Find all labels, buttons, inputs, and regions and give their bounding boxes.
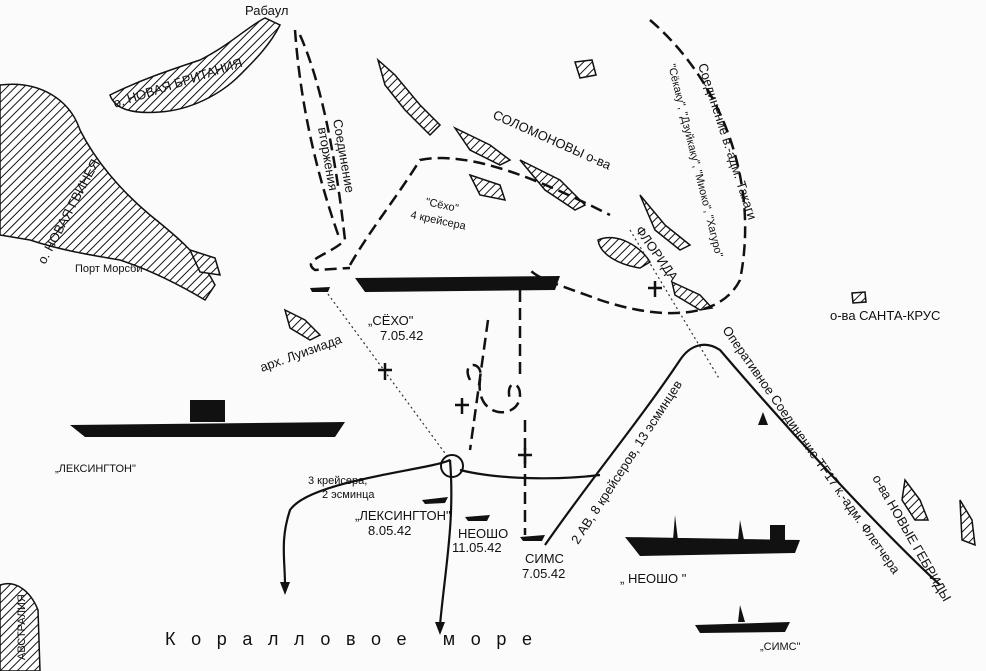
air-strike-line bbox=[629, 229, 721, 381]
route-arrow-icon bbox=[435, 622, 445, 635]
guadalcanal-island bbox=[597, 236, 652, 269]
sunk-ship-icon bbox=[310, 287, 330, 292]
invasion-force-route-2 bbox=[293, 29, 342, 241]
label-neosho-loss-name: НЕОШО bbox=[458, 526, 508, 541]
label-coral-sea: Коралловое море bbox=[165, 629, 535, 649]
aircraft-icon bbox=[378, 281, 662, 464]
label-detachment-1: 3 крейсера, bbox=[308, 475, 367, 487]
shoho-group-route bbox=[348, 156, 611, 266]
sims-ship-silhouette bbox=[695, 605, 790, 633]
detachment-route bbox=[282, 458, 451, 586]
label-port-moresby: Порт Морсби bbox=[75, 263, 142, 275]
solomon-island-1 bbox=[452, 126, 512, 166]
label-sims-loss-date: 7.05.42 bbox=[522, 566, 565, 581]
label-australia: АВСТРАЛИЯ bbox=[16, 594, 28, 660]
air-strike-line bbox=[324, 289, 451, 461]
takagi-force-route bbox=[529, 19, 747, 315]
label-shoho-group-2: 4 крейсера bbox=[409, 209, 467, 233]
label-sims-loss-name: СИМС bbox=[525, 551, 564, 566]
new-hebrides-island-1 bbox=[901, 478, 930, 521]
label-lexington-loss-date: 8.05.42 bbox=[368, 523, 411, 538]
label-neosho-loss-date: 11.05.42 bbox=[452, 540, 502, 555]
small-island bbox=[468, 173, 507, 201]
label-tf17-force: Оперативное Соединение TF17 к.-адм. Флет… bbox=[720, 323, 904, 577]
small-island bbox=[574, 59, 597, 79]
australia-landmass bbox=[0, 583, 41, 671]
sunk-ship-icon bbox=[520, 535, 545, 541]
label-santa-cruz: о-ва САНТА-КРУС bbox=[830, 308, 940, 323]
label-lexington-loss-name: „ЛЕКСИНГТОН" bbox=[355, 508, 451, 523]
santa-cruz-island bbox=[851, 291, 867, 304]
san-cristobal-island bbox=[670, 280, 714, 311]
new-hebrides-island-2 bbox=[959, 499, 976, 547]
solomon-island-3 bbox=[639, 194, 692, 251]
tf17-branch bbox=[459, 468, 601, 480]
bougainville-island bbox=[376, 57, 442, 137]
label-shoho-loss-date: 7.05.42 bbox=[380, 328, 423, 343]
lexington-ship-silhouette bbox=[70, 400, 345, 437]
battle-point bbox=[440, 454, 464, 478]
search-route bbox=[466, 363, 522, 414]
neosho-ship-silhouette bbox=[625, 515, 800, 556]
solomon-island-2 bbox=[519, 159, 587, 211]
louisiade-islands bbox=[283, 308, 322, 341]
sunk-ship-icon bbox=[422, 497, 448, 504]
label-rabaul: Рабаул bbox=[245, 3, 289, 18]
label-neosho-ship: „ НЕОШО " bbox=[620, 571, 687, 586]
label-tf17-composition: 2 АВ, 8 крейсеров, 13 эсминцев bbox=[568, 377, 685, 546]
sunk-ship-icon bbox=[465, 515, 490, 521]
invasion-force-route bbox=[298, 34, 351, 272]
new-britain-landmass bbox=[109, 17, 282, 114]
lexington-route bbox=[438, 459, 453, 626]
label-lexington-ship: „ЛЕКСИНГТОН" bbox=[55, 463, 136, 475]
small-island bbox=[188, 248, 222, 276]
route-arrow-icon bbox=[758, 412, 768, 425]
route-arrow-icon bbox=[280, 582, 290, 595]
shoho-ship-silhouette bbox=[355, 276, 560, 292]
label-shoho-loss-name: „СЁХО" bbox=[368, 313, 414, 328]
label-solomons: СОЛОМОНОВЫ о-ва bbox=[491, 107, 614, 173]
label-louisiade: арх. Луизиада bbox=[258, 331, 344, 375]
label-detachment-2: 2 эсминца bbox=[322, 489, 375, 501]
tf17-route bbox=[544, 343, 941, 586]
label-sims-ship: „СИМС" bbox=[760, 641, 801, 653]
